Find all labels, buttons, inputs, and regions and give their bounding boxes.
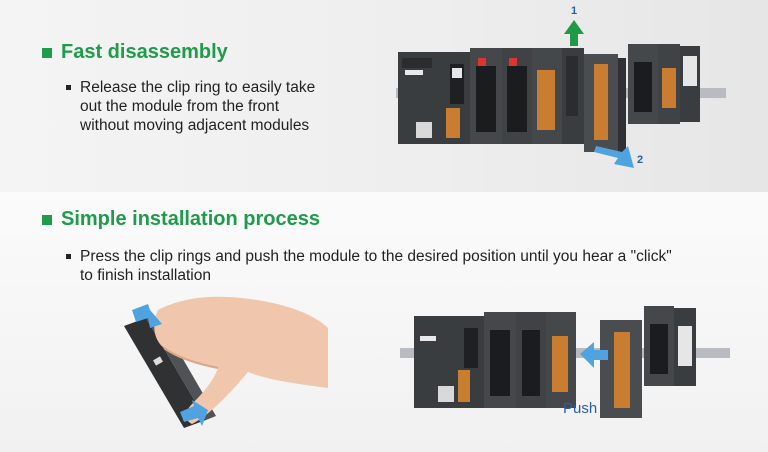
fast-disassembly-title: Fast disassembly	[61, 41, 228, 63]
green-up-arrow-icon	[564, 20, 584, 46]
io-modules-left	[470, 48, 584, 144]
push-label: Push	[563, 400, 598, 417]
bullet-dot-icon	[66, 85, 71, 90]
heading-square-icon	[42, 214, 52, 225]
step-1-label: 1	[571, 5, 577, 17]
fast-disassembly-text: Release the clip ring to easily take out…	[80, 79, 316, 134]
blue-push-arrow-icon	[580, 342, 608, 368]
removed-module	[584, 54, 626, 152]
io-modules-right	[644, 306, 696, 386]
io-modules-installed	[484, 312, 576, 408]
ethernet-port-icon	[416, 122, 432, 138]
fast-disassembly-heading: Fast disassembly	[42, 41, 228, 64]
cpu-module	[414, 316, 484, 408]
hand-image	[154, 296, 328, 424]
plc-disassembly-illustration: 1 2	[396, 5, 726, 168]
io-modules-right	[628, 44, 700, 124]
simple-installation-bullet: Press the clip rings and push the module…	[66, 247, 756, 285]
blue-press-arrow-icon	[132, 304, 208, 426]
heading-square-icon	[42, 47, 52, 58]
plc-installation-illustration	[400, 306, 730, 418]
fast-disassembly-bullet: Release the clip ring to easily take out…	[66, 78, 366, 135]
step-2-label: 2	[637, 154, 643, 166]
simple-installation-text: Press the clip rings and push the module…	[80, 248, 672, 284]
hand-holding-module-illustration	[124, 296, 328, 428]
simple-installation-title: Simple installation process	[61, 208, 320, 230]
module-to-push	[600, 320, 642, 418]
bullet-dot-icon	[66, 254, 71, 259]
blue-diagonal-arrow-icon	[594, 146, 634, 168]
simple-installation-heading: Simple installation process	[42, 208, 320, 231]
